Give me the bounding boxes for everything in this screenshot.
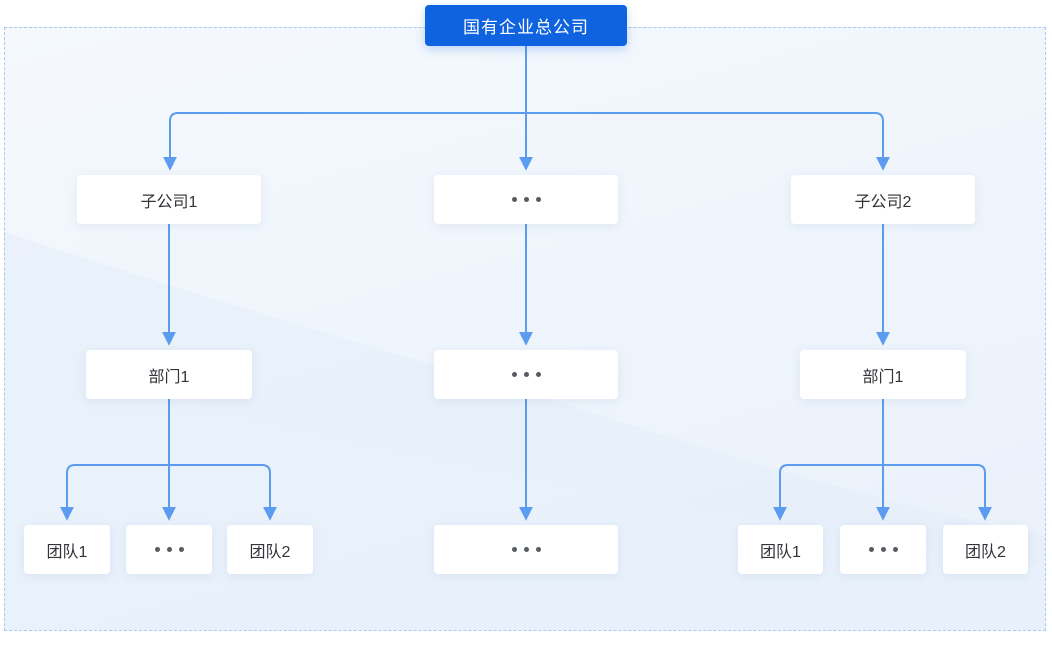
node-team-2-right: 团队2: [943, 525, 1028, 574]
ellipsis-icon: [154, 547, 184, 552]
node-team-2-right-label: 团队2: [965, 543, 1006, 561]
node-subsidiary-1-label: 子公司1: [140, 193, 198, 211]
node-ellipsis-subsidiaries: [434, 175, 618, 224]
node-team-2-left: 团队2: [227, 525, 313, 574]
node-subsidiary-2-label: 子公司2: [854, 193, 912, 211]
node-department-1-left: 部门1: [86, 350, 252, 399]
node-subsidiary-2: 子公司2: [791, 175, 975, 224]
node-team-1-left: 团队1: [24, 525, 110, 574]
node-head-office: 国有企业总公司: [425, 5, 627, 46]
node-ellipsis-teams-middle: [434, 525, 618, 574]
node-team-2-left-label: 团队2: [249, 543, 291, 561]
node-subsidiary-1: 子公司1: [77, 175, 261, 224]
ellipsis-icon: [868, 547, 898, 552]
node-head-office-label: 国有企业总公司: [463, 18, 589, 37]
node-team-1-left-label: 团队1: [46, 543, 88, 561]
node-team-1-right: 团队1: [738, 525, 823, 574]
node-department-1-left-label: 部门1: [148, 368, 190, 386]
ellipsis-icon: [511, 197, 541, 202]
node-department-1-right-label: 部门1: [862, 368, 904, 386]
node-department-1-right: 部门1: [800, 350, 966, 399]
node-team-1-right-label: 团队1: [760, 543, 801, 561]
node-ellipsis-teams-left: [126, 525, 212, 574]
ellipsis-icon: [511, 372, 541, 377]
node-ellipsis-teams-right: [840, 525, 926, 574]
ellipsis-icon: [511, 547, 541, 552]
node-ellipsis-departments: [434, 350, 618, 399]
